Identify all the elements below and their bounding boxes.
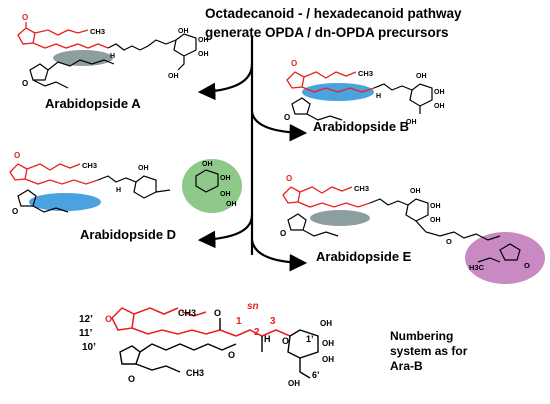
svg-text:OH: OH	[406, 119, 417, 126]
svg-text:OH: OH	[434, 103, 445, 110]
svg-text:OH: OH	[322, 339, 334, 348]
label-arabidopside-a: Arabidopside A	[45, 96, 141, 111]
svg-text:OH: OH	[178, 28, 189, 35]
header-line-1: Octadecanoid - / hexadecanoid pathway	[205, 6, 462, 21]
svg-text:OH: OH	[220, 175, 231, 182]
svg-text:O: O	[214, 308, 221, 318]
numbering-caption-2: system as for	[390, 344, 468, 358]
svg-text:H3C: H3C	[469, 263, 485, 272]
svg-text:OH: OH	[410, 188, 421, 195]
numbering-caption-3: Ara-B	[390, 359, 423, 373]
svg-text:OH: OH	[434, 89, 445, 96]
svg-text:OH: OH	[138, 165, 149, 172]
svg-text:O: O	[282, 336, 289, 346]
label-c6p: 6’	[312, 370, 320, 380]
svg-text:O: O	[280, 229, 286, 238]
svg-text:H: H	[116, 187, 121, 194]
svg-text:O: O	[14, 151, 20, 160]
svg-text:CH3: CH3	[186, 368, 204, 378]
highlight-green	[182, 159, 242, 213]
label-arabidopside-b: Arabidopside B	[313, 119, 409, 134]
svg-text:H: H	[376, 93, 381, 100]
svg-text:OH: OH	[416, 73, 427, 80]
label-sn: sn	[247, 301, 259, 312]
svg-text:OH: OH	[320, 319, 332, 328]
svg-text:OH: OH	[198, 51, 209, 58]
highlight-purple	[465, 232, 545, 284]
label-arabidopside-d: Arabidopside D	[80, 227, 176, 242]
svg-text:OH: OH	[220, 191, 231, 198]
svg-text:OH: OH	[288, 379, 300, 388]
svg-text:O: O	[286, 174, 292, 183]
svg-text:CH3: CH3	[90, 27, 105, 36]
numbering-structure: O CH3 O H O OH OH OH OH CH3 O O sn 1 2 3…	[79, 301, 334, 388]
structure-arabidopside-d: O CH3 OH H OH OH OH OH O	[9, 151, 242, 216]
highlight-blue	[29, 193, 101, 211]
structure-arabidopside-b: O CH3 OH OH OH OH H O	[284, 59, 445, 126]
highlight-gray	[310, 210, 370, 226]
arrow-to-e	[250, 239, 308, 272]
label-c1p: 1’	[306, 334, 314, 344]
label-arabidopside-e: Arabidopside E	[316, 249, 412, 264]
svg-text:O: O	[105, 314, 112, 324]
svg-text:O: O	[12, 207, 18, 216]
svg-text:CH3: CH3	[358, 69, 373, 78]
svg-text:CH3: CH3	[354, 184, 369, 193]
svg-text:O: O	[524, 261, 530, 270]
svg-text:OH: OH	[430, 217, 441, 224]
svg-text:O: O	[22, 79, 28, 88]
arrow-to-d	[197, 214, 254, 249]
svg-text:OH: OH	[168, 73, 179, 80]
pathway-arrows	[197, 36, 308, 272]
label-pos-2: 2	[254, 327, 260, 338]
svg-text:CH3: CH3	[178, 308, 196, 318]
svg-text:H: H	[110, 53, 115, 60]
structure-arabidopside-a: O CH3 OH OH OH OH H O	[17, 13, 209, 89]
header-line-2: generate OPDA / dn-OPDA precursors	[205, 25, 449, 40]
numbering-caption-1: Numbering	[390, 329, 453, 343]
svg-text:OH: OH	[322, 355, 334, 364]
svg-text:CH3: CH3	[82, 161, 97, 170]
label-pos-3: 3	[270, 316, 276, 327]
svg-text:OH: OH	[198, 37, 209, 44]
structure-arabidopside-e: O CH3 OH OH OH O H3C O O	[280, 174, 545, 284]
label-c11: 11’	[79, 328, 93, 339]
arrow-to-a	[197, 63, 254, 101]
label-c12: 12’	[79, 314, 93, 325]
svg-text:OH: OH	[430, 203, 441, 210]
svg-text:O: O	[228, 350, 235, 360]
svg-text:OH: OH	[226, 201, 237, 208]
label-c10: 10’	[82, 342, 96, 353]
svg-text:H: H	[264, 334, 271, 344]
svg-text:O: O	[291, 59, 297, 68]
svg-text:O: O	[128, 374, 135, 384]
svg-text:OH: OH	[202, 161, 213, 168]
svg-text:O: O	[22, 13, 28, 22]
svg-text:O: O	[446, 237, 452, 246]
label-pos-1: 1	[236, 316, 242, 327]
arrow-to-b	[250, 111, 308, 142]
svg-text:O: O	[284, 113, 290, 122]
